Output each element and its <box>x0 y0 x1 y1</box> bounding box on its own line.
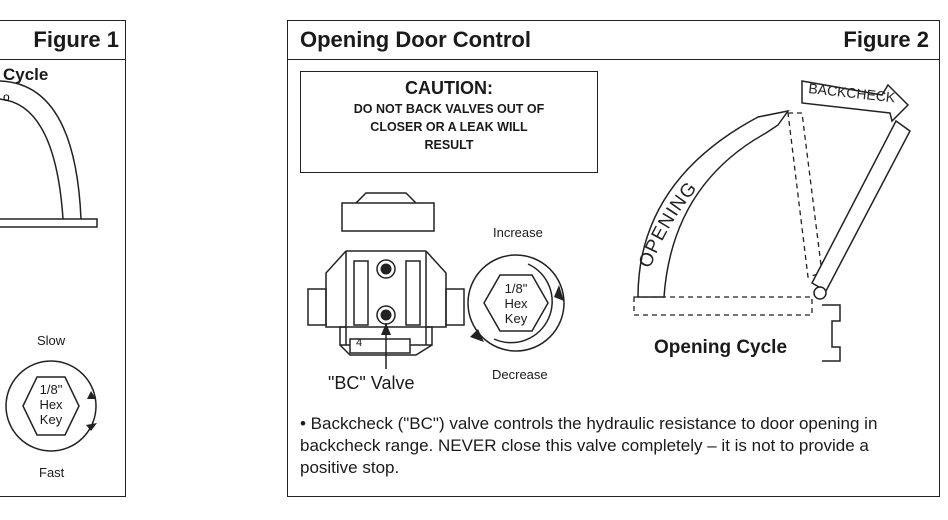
adjust-increase-label: Increase <box>493 225 543 240</box>
figure1-hex-key-size: 1/8" <box>39 382 63 397</box>
opening-cycle-caption: Opening Cycle <box>654 337 788 358</box>
figure1-arrow-head-bottom <box>86 423 97 431</box>
open-door <box>811 119 911 293</box>
caution-heading: CAUTION: <box>405 78 493 98</box>
valve-plate-number: 4 <box>356 337 363 349</box>
adjust-arrow-increase-head <box>554 285 564 301</box>
figure1-speed-fast: Fast <box>39 465 65 480</box>
figure2-figure-label: Figure 2 <box>843 27 929 52</box>
figure1-arc-mark: o <box>3 90 10 104</box>
figure2-diagram: OPENING BACKCHECK <box>307 80 911 369</box>
figure1-cycle-arc-inner <box>0 98 64 220</box>
closed-door-dashed <box>633 296 813 316</box>
figure1-hex-key-outline <box>22 376 80 436</box>
figure1-speed-dial <box>5 360 97 452</box>
figure1-panel: Figure 1 o Cycle Slow Fast 1/8" Hex Key <box>0 20 126 497</box>
adjust-arrow-decrease-head <box>470 329 484 342</box>
bc-valve-body <box>307 192 465 356</box>
adjust-decrease-label: Decrease <box>492 367 548 382</box>
door-frame-wall <box>822 304 841 362</box>
valve-screw-top-center <box>380 263 392 275</box>
caution-line-2: CLOSER OR A LEAK WILL <box>370 120 528 134</box>
bc-valve-label: "BC" Valve <box>328 373 415 393</box>
valve-screw-top <box>376 259 396 279</box>
adjust-dial-outer <box>467 254 565 352</box>
backcheck-arc-band <box>801 80 910 123</box>
figure1-speed-slow: Slow <box>37 333 66 348</box>
figure1-arrow-head-top <box>87 391 96 399</box>
adjust-hex-key-label: 1/8" Hex Key <box>486 281 546 326</box>
adjust-hex-key-key: Key <box>504 311 528 326</box>
valve-screw-bottom-center <box>380 309 392 321</box>
figure2-header: Opening Door Control Figure 2 <box>288 21 939 60</box>
adjust-hex-key-size: 1/8" <box>504 281 528 296</box>
opening-arc-band <box>637 109 790 298</box>
figure1-title: Figure 1 <box>33 27 119 52</box>
caution-box: CAUTION: DO NOT BACK VALVES OUT OF CLOSE… <box>300 71 598 173</box>
figure1-hex-key-key: Key <box>39 412 63 427</box>
figure1-cycle-arc <box>0 80 82 220</box>
door-pivot <box>813 286 827 300</box>
figure1-arc-base <box>0 218 98 228</box>
adjust-dial-inner-arc <box>493 263 553 344</box>
figure2-panel: Opening Door Control Figure 2 CAUTION: D… <box>287 20 940 497</box>
figure2-title: Opening Door Control <box>300 27 531 52</box>
backcheck-description: • Backcheck ("BC") valve controls the hy… <box>300 414 878 477</box>
caution-line-1: DO NOT BACK VALVES OUT OF <box>353 102 545 116</box>
figure1-diagram: o <box>0 80 98 452</box>
valve-plate <box>349 338 411 354</box>
bc-valve-pointer-head <box>381 323 391 335</box>
figure1-header: Figure 1 <box>0 21 125 60</box>
figure1-hex-key-word: Hex <box>39 397 63 412</box>
adjust-hex-key-word: Hex <box>504 296 528 311</box>
figure1-hex-key-label: 1/8" Hex Key <box>26 382 76 427</box>
caution-line-3: RESULT <box>424 138 474 152</box>
adjust-hex-key-outline <box>483 274 549 332</box>
figure1-cycle-label: Cycle <box>3 65 49 84</box>
backcheck-start-door-dashed <box>787 112 823 278</box>
